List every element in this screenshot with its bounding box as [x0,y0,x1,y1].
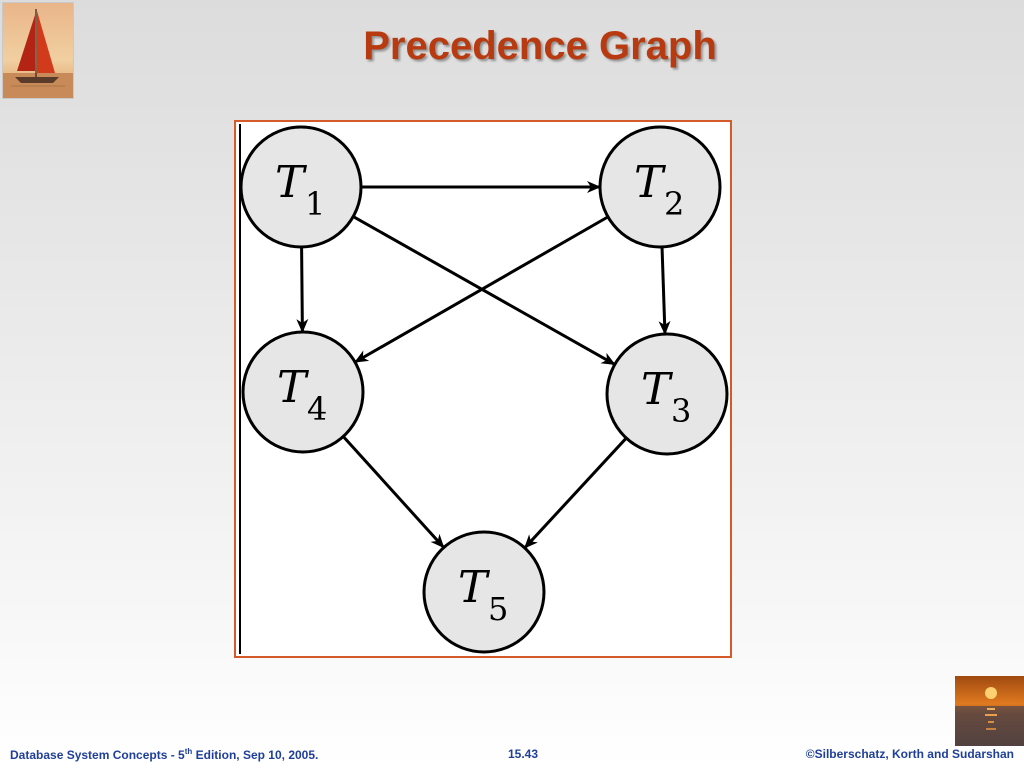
sailboat-image [3,3,73,98]
footer-book-title: Database System Concepts - 5 [10,748,185,762]
node-circle [605,332,729,456]
node-circle [598,125,722,249]
node-subscript: 5 [488,590,508,628]
sunset-logo [955,676,1024,746]
edge-t3-to-t5 [524,437,628,549]
edge-t2-to-t4 [354,215,609,363]
node-circle [241,330,365,454]
edge-t4-to-t5 [342,435,445,549]
footer-edition-date: Edition, Sep 10, 2005. [192,748,319,762]
node-subscript: 4 [307,390,327,428]
node-label: T [641,364,674,415]
node-subscript: 3 [671,392,691,430]
edge-t1-to-t3 [352,215,616,366]
footer-course-info: Database System Concepts - 5th Edition, … [10,747,318,762]
node-label: T [634,157,667,208]
copyright-notice: ©Silberschatz, Korth and Sudarshan [805,747,1014,761]
node-label: T [458,562,491,613]
node-subscript: 1 [305,185,325,223]
node-circle [239,125,363,249]
node-label: T [277,362,310,413]
edge-t2-to-t3 [658,246,671,336]
page-title: Precedence Graph [363,24,717,68]
node-subscript: 2 [664,185,684,223]
node-circle [422,530,546,654]
sunset-image [955,676,1024,746]
edge-t1-to-t4 [296,246,309,334]
slide-number: 15.43 [508,747,539,761]
sailboat-logo [2,2,74,99]
footer-edition-suffix: th [184,747,193,756]
node-label: T [275,157,308,208]
